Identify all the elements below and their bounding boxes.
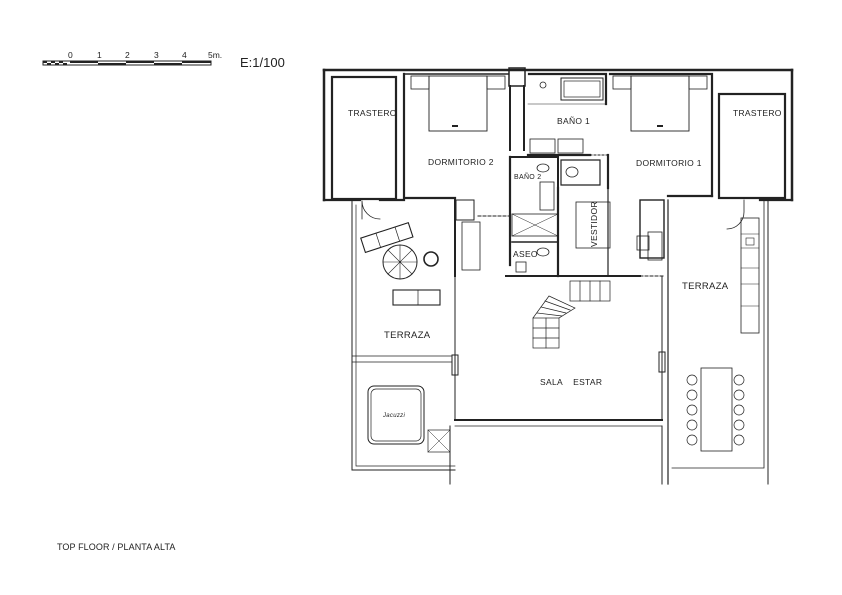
room-label-sala-estar: SALA ESTAR <box>540 377 602 387</box>
scale-tick-0: 0 <box>68 50 73 60</box>
scale-tick-1: 1 <box>97 50 102 60</box>
jacuzzi-label: Jacuzzi <box>382 413 405 419</box>
scale-tick-5: 5m. <box>208 50 222 60</box>
room-label-terraza-left: TERRAZA <box>384 330 431 341</box>
room-label-terraza-right: TERRAZA <box>682 281 729 292</box>
scale-ratio: E:1/100 <box>240 55 285 70</box>
scale-tick-2: 2 <box>125 50 130 60</box>
room-label-dormitorio-1: DORMITORIO 1 <box>636 158 702 168</box>
room-label-trastero-right: TRASTERO <box>733 108 782 118</box>
room-label-bano-2: BAÑO 2 <box>514 172 541 181</box>
room-label-aseo: ASEO <box>513 249 538 259</box>
room-label-trastero-left: TRASTERO <box>348 108 397 118</box>
room-label-vestidor: VESTIDOR <box>589 201 599 247</box>
scale-bar: 0 1 2 3 4 5m. <box>42 50 222 66</box>
room-label-dormitorio-2: DORMITORIO 2 <box>428 157 494 167</box>
scale-tick-3: 3 <box>154 50 159 60</box>
scale-tick-4: 4 <box>182 50 187 60</box>
room-label-bano-1: BAÑO 1 <box>557 116 590 126</box>
plan-caption: TOP FLOOR / PLANTA ALTA <box>57 542 176 552</box>
